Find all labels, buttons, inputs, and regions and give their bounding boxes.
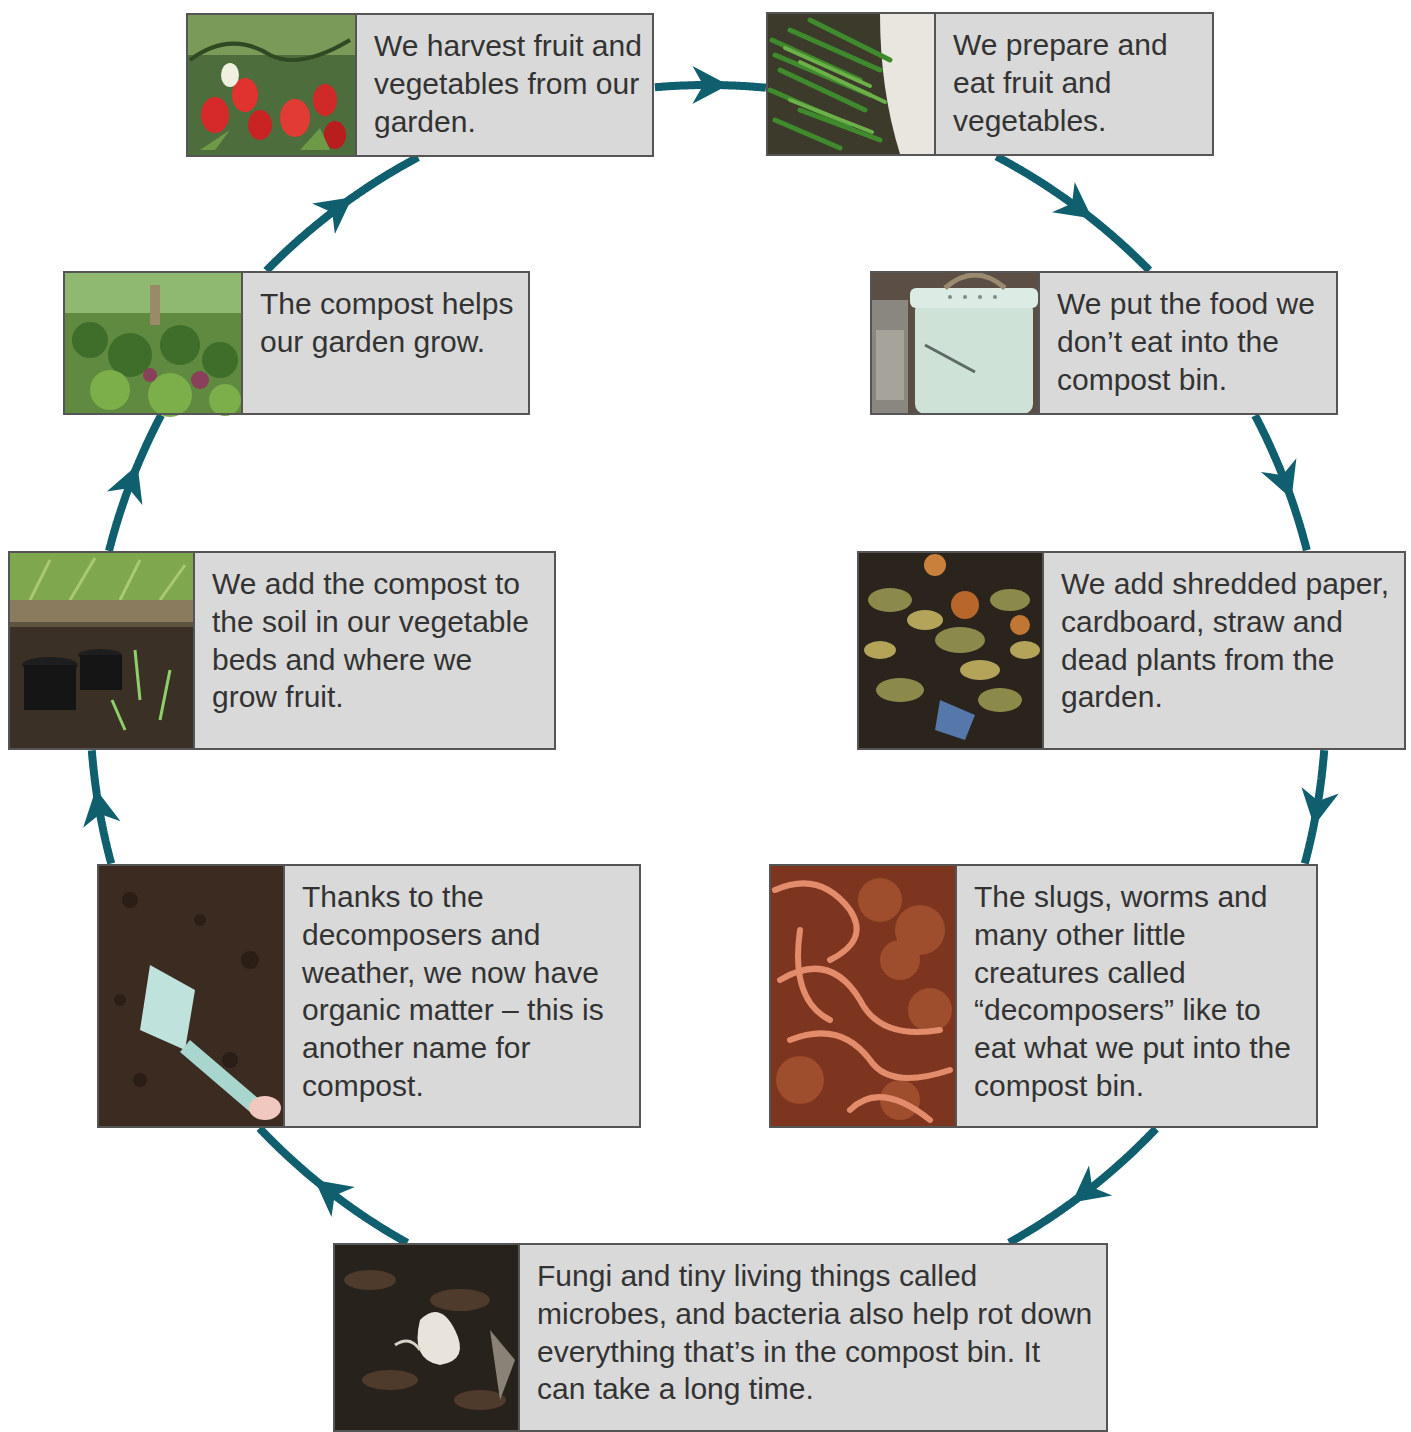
fungi-photo [335,1245,518,1432]
step-text: We add the compost to the soil in our ve… [212,565,544,716]
text-panel: The compost helps our garden grow. [241,273,528,413]
step-text: The compost helps our garden grow. [260,285,518,361]
arrowhead [315,1180,355,1217]
text-panel: We add shredded paper, cardboard, straw … [1042,553,1404,748]
arrowhead [1301,787,1338,826]
trowel-photo [99,866,283,1126]
cycle-arrow [996,156,1149,270]
connector-line [266,157,418,271]
step-text: We add shredded paper, cardboard, straw … [1061,565,1394,716]
cycle-arrow [266,157,418,271]
text-panel: We prepare and eat fruit and vegetables. [934,14,1212,154]
step-text: We harvest fruit and vegetables from our… [374,27,642,140]
cycle-arrow [1255,416,1307,551]
arrowhead [312,197,352,234]
text-panel: We harvest fruit and vegetables from our… [355,15,652,155]
photo-text-box: Thanks to the decomposers and weather, w… [97,864,641,1128]
arrowhead [692,66,728,104]
step-text: Fungi and tiny living things called micr… [537,1257,1096,1408]
text-panel: We add the compost to the soil in our ve… [193,553,554,748]
photo-text-box: The slugs, worms and many other little c… [769,864,1318,1128]
step-text: The slugs, worms and many other little c… [974,878,1306,1105]
photo-text-box: We prepare and eat fruit and vegetables. [766,12,1214,156]
arrowhead [107,465,142,505]
arrowhead [83,789,120,828]
cycle-arrow [1301,750,1338,863]
arrowhead [1072,1166,1112,1203]
cycle-arrow [259,1128,407,1243]
photo-text-box: We add the compost to the soil in our ve… [8,551,556,750]
vegetable-bed-photo [10,553,193,748]
cycle-arrow [107,415,161,551]
photo-text-box: We harvest fruit and vegetables from our… [186,13,654,157]
step-text: We put the food we don’t eat into the co… [1057,285,1326,398]
text-panel: Fungi and tiny living things called micr… [518,1245,1106,1430]
arrowhead [1052,182,1092,219]
worms-photo [771,866,955,1126]
green-beans-photo [768,14,934,154]
step-text: Thanks to the decomposers and weather, w… [302,878,629,1105]
connector-line [1009,1129,1156,1243]
photo-text-box: Fungi and tiny living things called micr… [333,1243,1108,1432]
cycle-arrow [1009,1129,1156,1243]
step-text: We prepare and eat fruit and vegetables. [953,26,1202,139]
text-panel: Thanks to the decomposers and weather, w… [283,866,639,1126]
garden-photo [65,273,241,417]
text-panel: We put the food we don’t eat into the co… [1038,273,1336,413]
cycle-arrow [655,66,766,104]
compost-pile-photo [859,553,1042,748]
strawberry-photo [188,15,355,155]
connector-line [1255,416,1307,551]
photo-text-box: We put the food we don’t eat into the co… [870,271,1338,415]
text-panel: The slugs, worms and many other little c… [955,866,1316,1126]
cycle-arrow [83,750,120,863]
photo-text-box: We add shredded paper, cardboard, straw … [857,551,1406,750]
arrowhead [1261,458,1297,498]
compost-bin-photo [872,273,1038,414]
connector-line [996,156,1149,270]
photo-text-box: The compost helps our garden grow. [63,271,530,415]
connector-line [259,1128,407,1243]
